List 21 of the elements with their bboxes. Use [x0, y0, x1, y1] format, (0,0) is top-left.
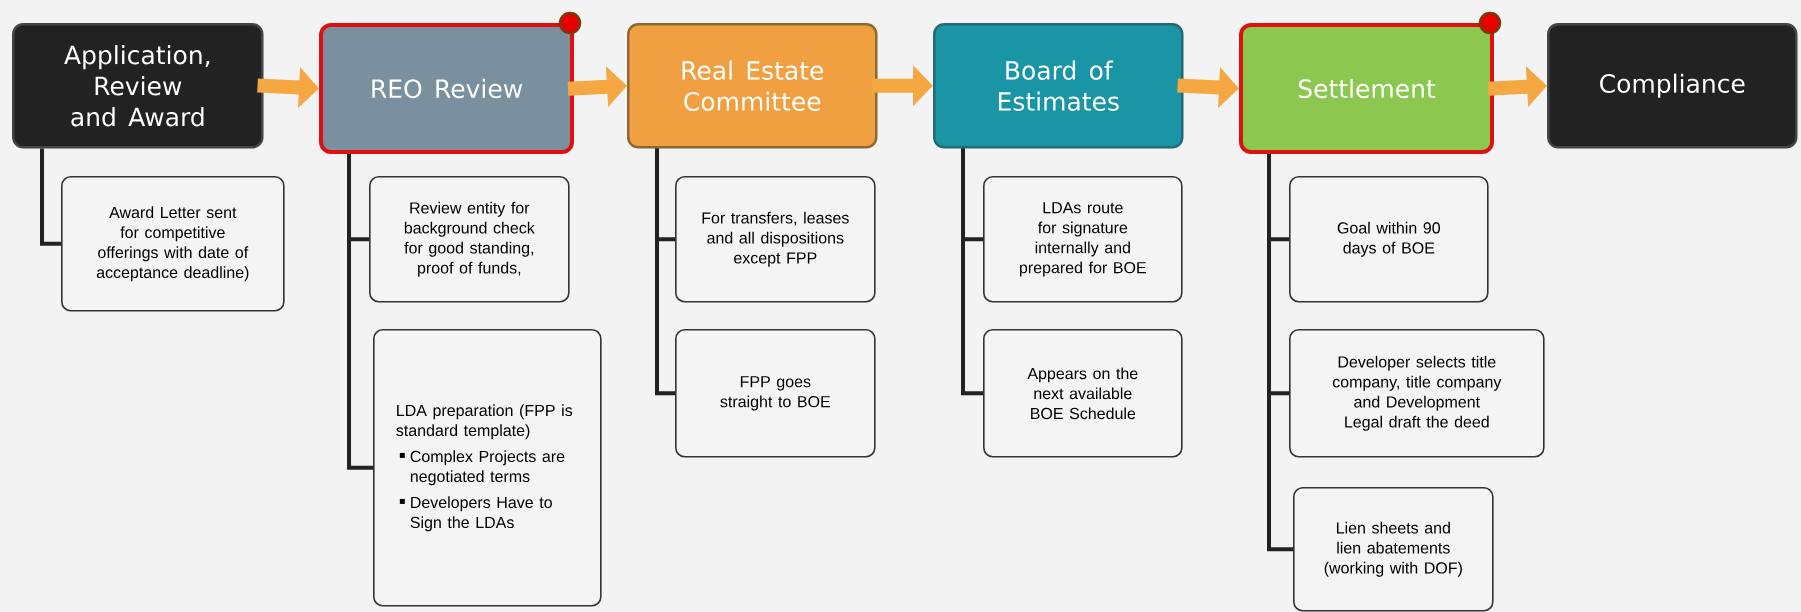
connector-line: [40, 148, 61, 246]
note-box: Goal within 90 days of BOE: [1289, 176, 1489, 303]
process-box: Settlement: [1239, 23, 1494, 154]
note-box: Review entity for background check for good standing, proof of funds,: [369, 176, 570, 303]
process-box: Real Estate Committee: [627, 23, 878, 149]
note-box: LDA preparation (FPP is standard template) Complex Projects are negotiated terms Developers Have to Sign the LDAs: [373, 329, 602, 607]
note-box: Award Letter sent for competitive offerings with date of acceptance deadline): [61, 176, 285, 312]
process-box: Compliance: [1547, 23, 1798, 149]
process-box: Application, Review and Award: [12, 23, 264, 149]
connector-line: [1267, 154, 1293, 552]
note-box: Lien sheets and lien abatements (working with DOF): [1293, 487, 1494, 612]
connector-line: [961, 148, 983, 396]
note-box: Developer selects title company, title company and Development Legal draft the deed: [1289, 329, 1545, 458]
process-box: Board of Estimates: [933, 23, 1184, 149]
connector-line: [655, 148, 675, 396]
note-box: FPP goes straight to BOE: [675, 329, 876, 458]
process-box: REO Review: [319, 23, 574, 154]
connector-line: [347, 154, 373, 470]
note-box: For transfers, leases and all dispositions except FPP: [675, 176, 876, 303]
note-box: Appears on the next available BOE Schedule: [983, 329, 1183, 458]
note-box: LDAs route for signature internally and prepared for BOE: [983, 176, 1183, 303]
